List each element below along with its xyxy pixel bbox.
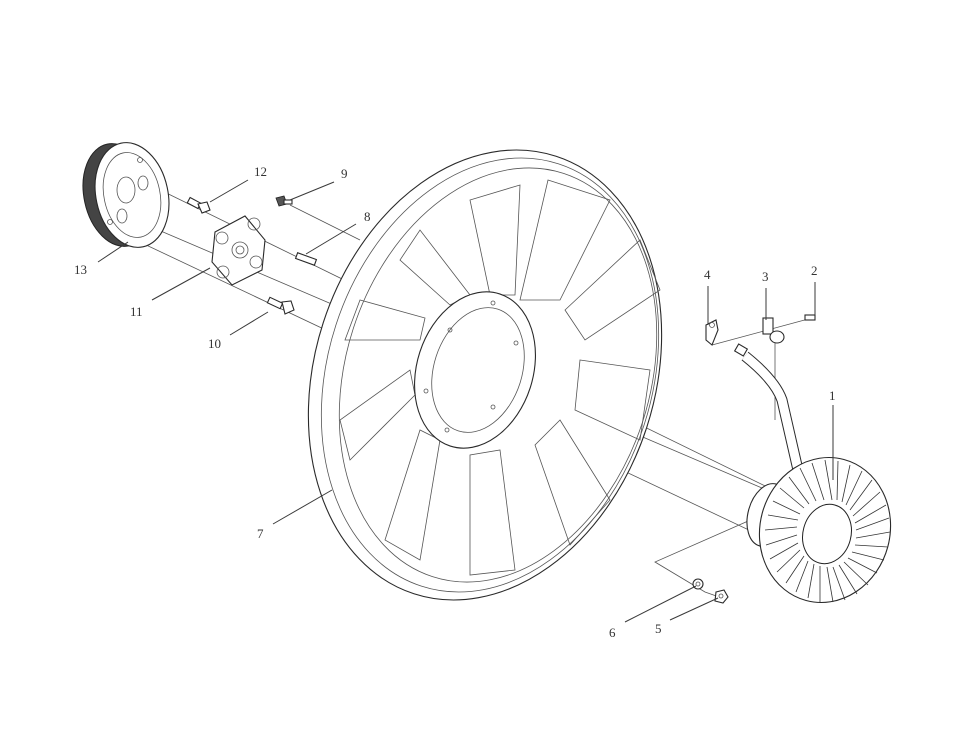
stud-8-part: [294, 252, 318, 266]
adapter-hub-part: [211, 215, 266, 286]
bolt-9-part: [275, 195, 293, 207]
callout-5: 5: [655, 621, 662, 636]
fan-part: [307, 149, 663, 601]
callout-12: 12: [254, 164, 267, 179]
callout-11: 11: [130, 304, 143, 319]
callout-13: 13: [74, 262, 87, 277]
callout-7: 7: [257, 526, 264, 541]
callout-6: 6: [609, 625, 616, 640]
pulley-part: [82, 142, 170, 248]
washer-6-part: [692, 578, 704, 590]
nut-5-part: [714, 589, 729, 604]
bracket-4-part: [705, 319, 719, 346]
callout-3: 3: [762, 269, 769, 284]
callout-8: 8: [364, 209, 371, 224]
bolt-12-part: [186, 196, 211, 214]
bolt-2-part: [804, 314, 816, 321]
bolt-10-part: [266, 296, 295, 315]
clamp-3-part: [762, 317, 785, 344]
callout-2: 2: [811, 263, 818, 278]
callout-labels: 1 2 3 4 5 6 7 8 9 10 11 12 13: [74, 164, 836, 640]
callout-9: 9: [341, 166, 348, 181]
leader-lines: [97, 179, 834, 623]
fan-clutch-part: [746, 456, 892, 604]
sensor-cable-part: [733, 343, 804, 472]
callout-10: 10: [208, 336, 221, 351]
callout-4: 4: [704, 267, 711, 282]
callout-1: 1: [829, 388, 836, 403]
